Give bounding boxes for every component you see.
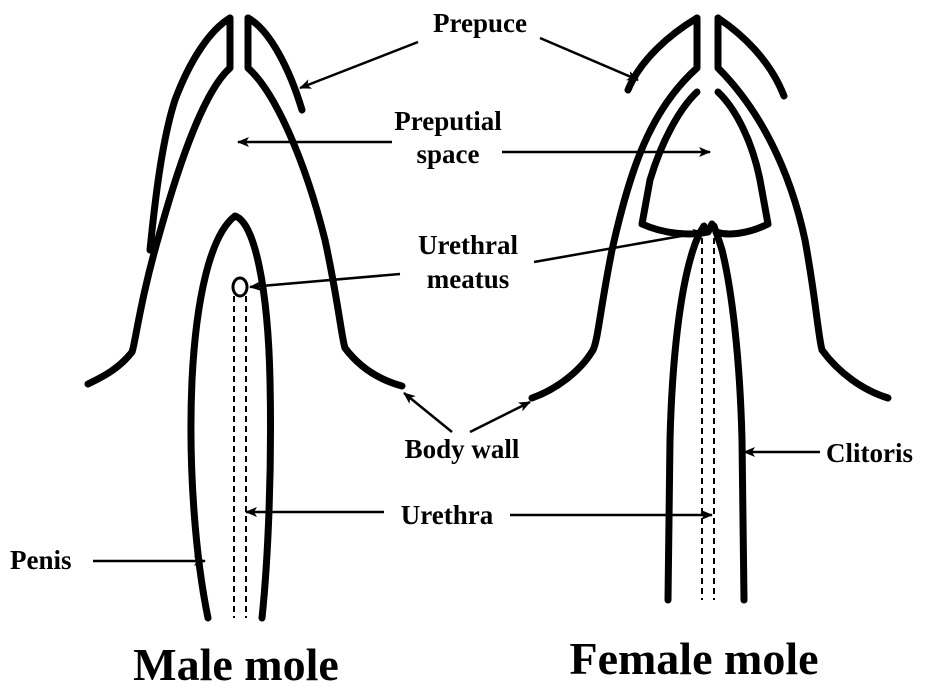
label-urethra: Urethra [401,500,494,530]
arrow-meatus-male [250,274,400,287]
label-prepuce: Prepuce [433,8,527,38]
arrow-meatus-female [534,232,704,262]
arrow-prepuce-female [540,38,638,80]
male-urethral-meatus [233,278,247,296]
label-clitoris: Clitoris [826,438,913,468]
male-mole-figure [88,18,402,618]
arrow-bodywall-female [470,402,530,432]
female-prepuce-right-inner [718,18,784,96]
label-urethral-meatus-1: Urethral [418,230,518,260]
title-male-mole: Male mole [133,639,339,690]
label-penis: Penis [10,545,72,575]
male-prepuce-right-inner [248,18,302,110]
female-preputial-space-right [716,92,768,234]
female-prepuce-right [718,18,888,398]
male-penis-outline [191,216,271,618]
arrow-bodywall-male [404,393,452,432]
female-clitoris-right [714,226,744,600]
label-preputial-space-1: Preputial [394,106,502,136]
label-body-wall: Body wall [405,434,520,464]
title-female-mole: Female mole [569,633,818,684]
female-mole-figure [532,18,888,600]
female-prepuce-left [532,18,697,398]
female-clitoris-left [668,226,704,600]
female-preputial-space [642,92,712,234]
arrow-prepuce-male [300,42,418,88]
label-preputial-space-2: space [417,139,480,169]
label-urethral-meatus-2: meatus [427,264,510,294]
